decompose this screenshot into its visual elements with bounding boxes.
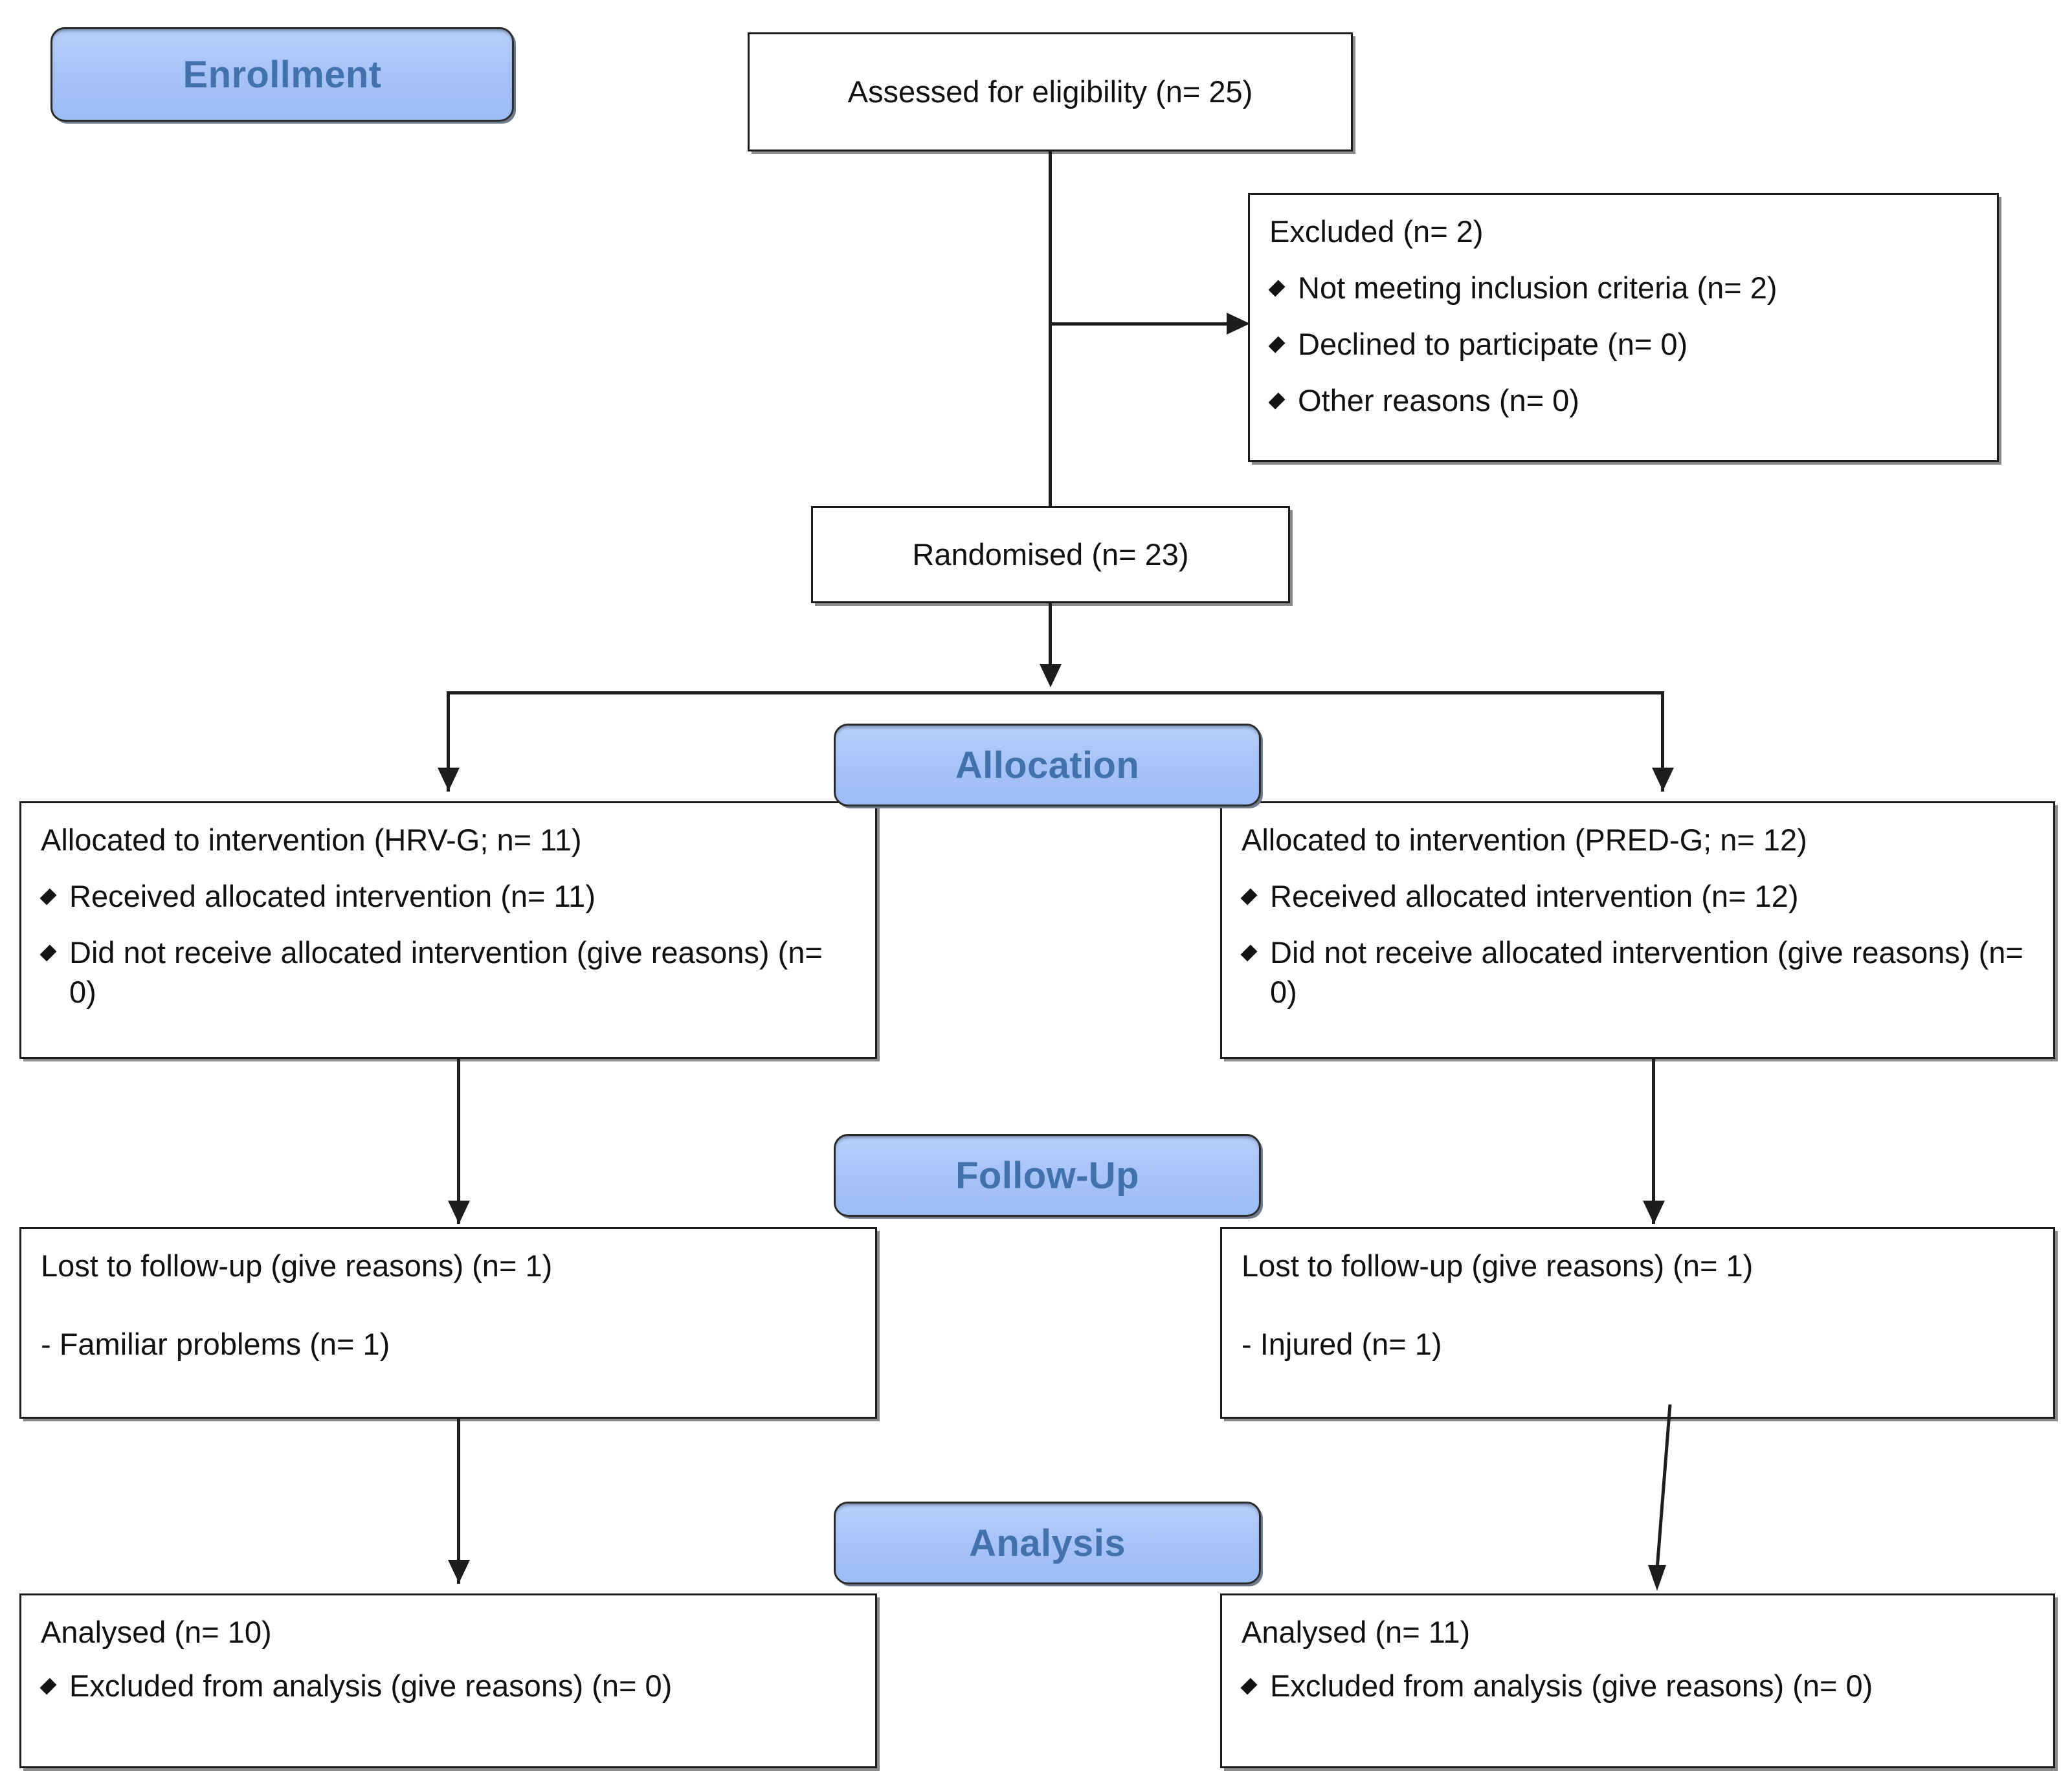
followup-left-lead: Lost to follow-up (give reasons) (n= 1) (41, 1249, 553, 1283)
connector-allocation-left-drop (447, 691, 450, 792)
stage-badge-allocation: Allocation (834, 724, 1261, 806)
randomised-text: Randomised (n= 23) (912, 537, 1189, 572)
allocated-left-item-text: Received allocated intervention (n= 11) (69, 879, 596, 914)
diamond-bullet-icon (39, 1678, 57, 1695)
excluded-reason-text: Not meeting inclusion criteria (n= 2) (1298, 271, 1777, 305)
diamond-bullet-icon (1268, 280, 1286, 297)
analysed-right-item-text: Excluded from analysis (give reasons) (n… (1270, 1669, 1873, 1704)
diamond-bullet-icon (1240, 1678, 1258, 1695)
diamond-bullet-icon (1240, 944, 1258, 962)
diamond-bullet-icon (1268, 392, 1286, 410)
stage-badge-enrollment: Enrollment (50, 27, 514, 122)
assessed-for-eligibility-text: Assessed for eligibility (n= 25) (847, 74, 1253, 109)
list-item: Did not receive allocated intervention (… (39, 933, 856, 1012)
followup-right-reason: - Injured (n= 1) (1242, 1327, 1442, 1362)
excluded-reason-text: Declined to participate (n= 0) (1298, 327, 1688, 362)
diamond-bullet-icon (1268, 336, 1286, 353)
arrow-allocation-left-icon (438, 768, 460, 791)
followup-right-lead: Lost to follow-up (give reasons) (n= 1) (1242, 1249, 1754, 1283)
connector-allocation-split-bar (447, 691, 1664, 694)
diamond-bullet-icon (39, 888, 57, 905)
list-item: Received allocated intervention (n= 11) (39, 876, 856, 916)
excluded-lead: Excluded (n= 2) (1269, 214, 1484, 249)
allocated-left-list: Received allocated intervention (n= 11) … (39, 876, 856, 1012)
list-item: Received allocated intervention (n= 12) (1240, 876, 2034, 916)
arrow-analysis-left-icon (448, 1560, 470, 1583)
box-excluded: Excluded (n= 2) Not meeting inclusion cr… (1248, 193, 1999, 462)
connector-assessed-to-randomised (1049, 151, 1052, 506)
connector-alloc-right-to-followup (1652, 1059, 1655, 1224)
arrow-allocation-right-icon (1652, 768, 1674, 791)
analysed-right-lead: Analysed (n= 11) (1242, 1615, 1471, 1649)
analysed-left-lead: Analysed (n= 10) (41, 1615, 272, 1649)
analysed-right-list: Excluded from analysis (give reasons) (n… (1240, 1666, 2034, 1705)
connector-followup-right-to-analysis (1648, 1404, 1672, 1591)
arrow-to-excluded-icon (1227, 313, 1250, 335)
box-analysed-right: Analysed (n= 11) Excluded from analysis … (1220, 1593, 2055, 1768)
excluded-reason-text: Other reasons (n= 0) (1298, 383, 1579, 418)
box-allocated-left: Allocated to intervention (HRV-G; n= 11)… (19, 801, 877, 1059)
list-item: Not meeting inclusion criteria (n= 2) (1268, 268, 1977, 307)
list-item: Other reasons (n= 0) (1268, 381, 1977, 420)
connector-alloc-left-to-followup (457, 1059, 460, 1224)
connector-followup-left-to-analysis (457, 1419, 460, 1584)
allocated-right-lead: Allocated to intervention (PRED-G; n= 12… (1242, 823, 1807, 857)
list-item: Excluded from analysis (give reasons) (n… (39, 1666, 856, 1705)
arrow-randomised-down-icon (1040, 664, 1062, 687)
list-item: Declined to participate (n= 0) (1268, 324, 1977, 364)
connector-allocation-right-drop (1661, 691, 1664, 792)
allocated-left-lead: Allocated to intervention (HRV-G; n= 11) (41, 823, 582, 857)
diamond-bullet-icon (39, 944, 57, 962)
connector-randomised-down (1049, 603, 1052, 668)
box-assessed-for-eligibility: Assessed for eligibility (n= 25) (748, 32, 1353, 151)
diamond-bullet-icon (1240, 888, 1258, 905)
stage-badge-allocation-label: Allocation (955, 744, 1140, 786)
stage-badge-enrollment-label: Enrollment (183, 53, 382, 96)
arrow-followup-right-icon (1643, 1201, 1665, 1224)
allocated-right-item-text: Received allocated intervention (n= 12) (1270, 879, 1799, 914)
stage-badge-followup: Follow-Up (834, 1134, 1261, 1217)
box-randomised: Randomised (n= 23) (811, 506, 1290, 603)
list-item: Did not receive allocated intervention (… (1240, 933, 2034, 1012)
arrow-followup-left-icon (448, 1201, 470, 1224)
stage-badge-followup-label: Follow-Up (955, 1154, 1139, 1197)
connector-to-excluded (1049, 322, 1240, 326)
allocated-left-item-text: Did not receive allocated intervention (… (69, 935, 823, 1010)
allocated-right-list: Received allocated intervention (n= 12) … (1240, 876, 2034, 1012)
analysed-left-list: Excluded from analysis (give reasons) (n… (39, 1666, 856, 1705)
box-analysed-left: Analysed (n= 10) Excluded from analysis … (19, 1593, 877, 1768)
analysed-left-item-text: Excluded from analysis (give reasons) (n… (69, 1669, 673, 1704)
box-allocated-right: Allocated to intervention (PRED-G; n= 12… (1220, 801, 2055, 1059)
stage-badge-analysis: Analysis (834, 1502, 1261, 1584)
excluded-reason-list: Not meeting inclusion criteria (n= 2) De… (1268, 268, 1977, 420)
allocated-right-item-text: Did not receive allocated intervention (… (1270, 935, 2023, 1010)
box-followup-left: Lost to follow-up (give reasons) (n= 1) … (19, 1227, 877, 1419)
list-item: Excluded from analysis (give reasons) (n… (1240, 1666, 2034, 1705)
stage-badge-analysis-label: Analysis (969, 1522, 1126, 1564)
followup-left-reason: - Familiar problems (n= 1) (41, 1327, 390, 1362)
box-followup-right: Lost to follow-up (give reasons) (n= 1) … (1220, 1227, 2055, 1419)
